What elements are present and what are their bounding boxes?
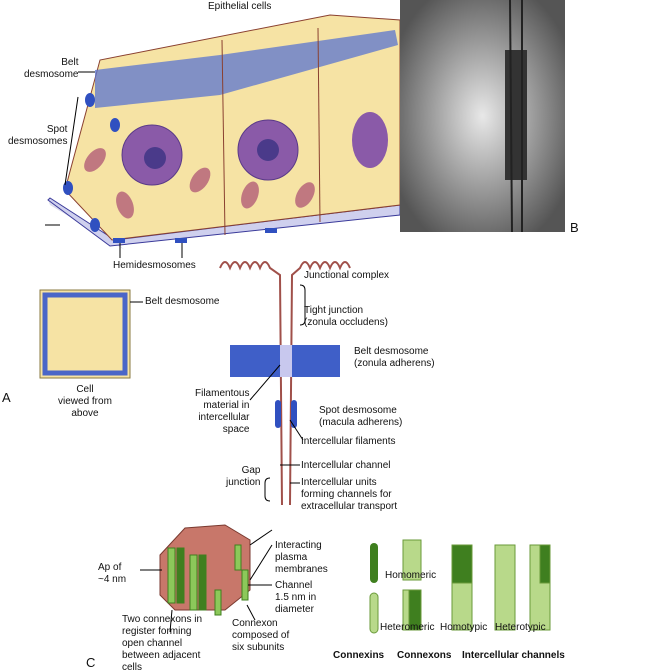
label-gap-junction: Gap junction xyxy=(226,465,261,488)
belt-desmosome-band xyxy=(95,30,398,108)
mitochondrion xyxy=(84,148,106,172)
label-intercellular-channel: Intercellular channel xyxy=(301,460,391,471)
label-connexon-composed: Connexon composed of six subunits xyxy=(232,618,290,653)
label-hemidesmosomes: Hemidesmosomes xyxy=(113,260,196,271)
label-intercellular-filaments: Intercellular filaments xyxy=(301,436,396,447)
heading-connexins: Connexins xyxy=(333,650,385,661)
nucleolus xyxy=(144,147,166,169)
label-ap: Ap of ~4 nm xyxy=(98,562,127,585)
label-interacting-membranes: Interacting plasma membranes xyxy=(275,540,328,575)
label-two-connexons: Two connexons in register forming open c… xyxy=(122,614,203,672)
heading-intercellular-channels: Intercellular channels xyxy=(462,650,565,661)
label-junctional-complex: Junctional complex xyxy=(304,270,390,281)
label-homotypic: Homotypic xyxy=(440,622,488,633)
label-heteromeric: Heteromeric xyxy=(380,622,435,633)
connexon-homomeric xyxy=(402,539,422,581)
label-spot-desmosomes: Spot desmosomes xyxy=(8,124,68,147)
connexin-dark xyxy=(370,543,378,583)
label-belt-desmosome: Belt desmosome xyxy=(24,57,79,80)
label-belt-desmosome-top-view: Belt desmosome xyxy=(145,296,220,307)
label-intercellular-units: Intercellular units forming channels for… xyxy=(301,477,398,512)
label-spot-desmosome-macula: Spot desmosome (macula adherens) xyxy=(319,405,403,428)
label-channel-diameter: Channel 1.5 nm in diameter xyxy=(275,580,317,615)
label-filamentous-material: Filamentous material in intercellular sp… xyxy=(195,388,250,435)
connexin-light xyxy=(369,592,379,634)
label-belt-desmosome-zonula: Belt desmosome (zonula adherens) xyxy=(354,346,435,369)
channel-heterotypic-1 xyxy=(494,544,516,631)
title-epithelial-cells: Epithelial cells xyxy=(208,1,272,12)
panel-letter-c: C xyxy=(86,655,96,670)
membrane-profile xyxy=(219,261,351,506)
label-tight-junction: Tight junction (zonula occludens) xyxy=(304,305,388,328)
cell-top-view xyxy=(39,289,131,379)
label-homomeric: Homomeric xyxy=(385,570,437,581)
heading-connexons: Connexons xyxy=(397,650,452,661)
label-cell-viewed-from-above: Cell viewed from above xyxy=(58,384,112,419)
panel-letter-a: A xyxy=(2,390,11,405)
label-heterotypic: Heterotypic xyxy=(495,622,546,633)
panel-letter-b: B xyxy=(570,220,579,235)
